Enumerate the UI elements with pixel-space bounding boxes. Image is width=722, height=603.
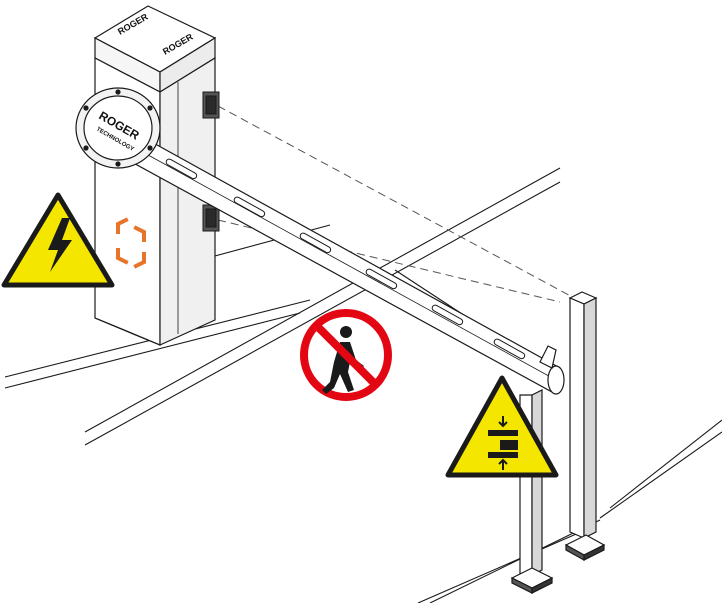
crushing-hazard-icon (445, 375, 559, 478)
electrical-hazard-icon (1, 192, 115, 288)
photocell-cabinet-bottom (202, 204, 220, 232)
no-pedestrians-icon (300, 309, 392, 401)
barrier-cabinet (93, 5, 217, 346)
brand-logo-icon (116, 217, 146, 269)
photocell-cabinet-top (202, 91, 220, 119)
boom-hub (75, 87, 161, 169)
boom-arm (127, 129, 565, 395)
support-post (564, 291, 606, 562)
